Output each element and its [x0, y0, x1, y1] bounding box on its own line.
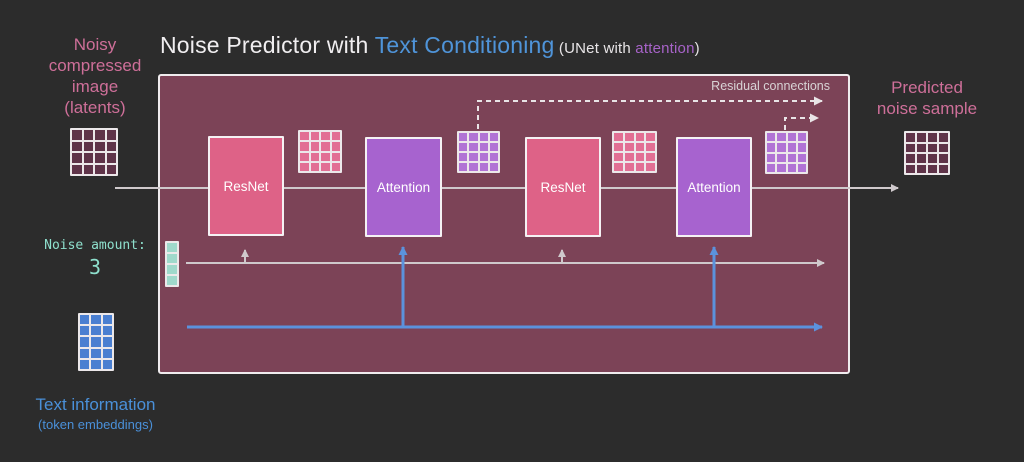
title-text-conditioning: Text Conditioning — [374, 32, 555, 58]
token-embeddings-grid-icon — [78, 313, 114, 371]
attention-block-1: Attention — [365, 137, 442, 237]
noise-amount-strip-icon — [165, 241, 179, 287]
feature-map-pink-1-icon — [298, 130, 342, 173]
resnet-block-1: ResNet — [208, 136, 284, 236]
predicted-noise-label: Predicted noise sample — [876, 78, 978, 118]
predicted-noise-grid-icon — [904, 131, 950, 175]
feature-map-purple-2-icon — [765, 131, 808, 174]
noise-amount-value: 3 — [88, 255, 102, 279]
text-information-group: Text information (token embeddings) — [18, 395, 173, 435]
resnet-block-2: ResNet — [525, 137, 601, 237]
title-subtitle-open: (UNet with — [554, 40, 636, 57]
feature-map-purple-1-icon — [457, 131, 500, 173]
resnet-block-1-label: ResNet — [223, 178, 269, 194]
attention-block-1-label: Attention — [376, 179, 431, 195]
title-subtitle-close: ) — [694, 40, 700, 57]
noise-amount-label: Noise amount: — [44, 238, 146, 253]
diagram-title: Noise Predictor with Text Conditioning (… — [160, 32, 700, 59]
token-embeddings-label: (token embeddings) — [38, 417, 153, 432]
attention-block-2: Attention — [676, 137, 752, 237]
title-main-text: Noise Predictor with — [160, 32, 375, 58]
resnet-block-2-label: ResNet — [540, 179, 586, 195]
attention-block-2-label: Attention — [687, 179, 741, 195]
residual-connections-label: Residual connections — [711, 79, 830, 93]
latents-grid-icon — [70, 128, 118, 176]
noisy-latents-label: Noisy compressed image (latents) — [48, 35, 142, 117]
text-information-label: Text information — [35, 395, 156, 414]
title-attention-word: attention — [635, 40, 695, 57]
noise-amount-group: Noise amount: 3 — [25, 238, 165, 279]
feature-map-pink-2-icon — [612, 131, 657, 173]
